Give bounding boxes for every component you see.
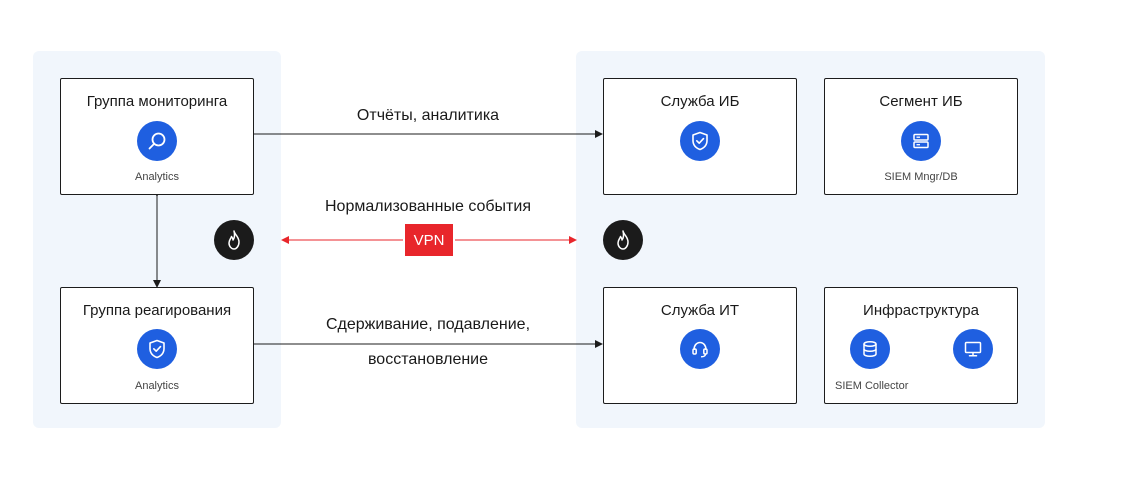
response-group-node[interactable]: Группа реагирования Analytics: [60, 287, 254, 404]
search-icon: [137, 121, 177, 161]
it-service-title: Служба ИТ: [660, 302, 740, 319]
reports-label: Отчёты, аналитика: [356, 107, 500, 124]
it-service-node[interactable]: Служба ИТ: [603, 287, 797, 404]
containment-label-line1: Сдерживание, подавление,: [325, 316, 531, 333]
flame-icon: [603, 220, 643, 260]
security-service-title: Служба ИБ: [660, 93, 740, 110]
security-segment-title: Сегмент ИБ: [879, 93, 963, 110]
infrastructure-node[interactable]: Инфраструктура SIEM Collector: [824, 287, 1018, 404]
containment-label-line2: восстановление: [367, 351, 489, 368]
vpn-badge: VPN: [405, 224, 453, 256]
security-service-node[interactable]: Служба ИБ: [603, 78, 797, 195]
infrastructure-caption: SIEM Collector: [835, 380, 909, 392]
response-group-caption: Analytics: [134, 380, 180, 392]
shield-check-icon: [137, 329, 177, 369]
security-segment-node[interactable]: Сегмент ИБ SIEM Mngr/DB: [824, 78, 1018, 195]
response-group-title: Группа реагирования: [82, 302, 232, 319]
flame-icon: [214, 220, 254, 260]
monitoring-group-title: Группа мониторинга: [86, 93, 228, 110]
monitoring-group-caption: Analytics: [134, 171, 180, 183]
headset-icon: [680, 329, 720, 369]
normalized-events-label: Нормализованные события: [325, 198, 531, 215]
infrastructure-title: Инфраструктура: [863, 302, 979, 319]
monitor-icon: [953, 329, 993, 369]
security-segment-caption: SIEM Mngr/DB: [884, 171, 958, 183]
server-icon: [901, 121, 941, 161]
database-icon: [850, 329, 890, 369]
shield-check-icon: [680, 121, 720, 161]
monitoring-group-node[interactable]: Группа мониторинга Analytics: [60, 78, 254, 195]
